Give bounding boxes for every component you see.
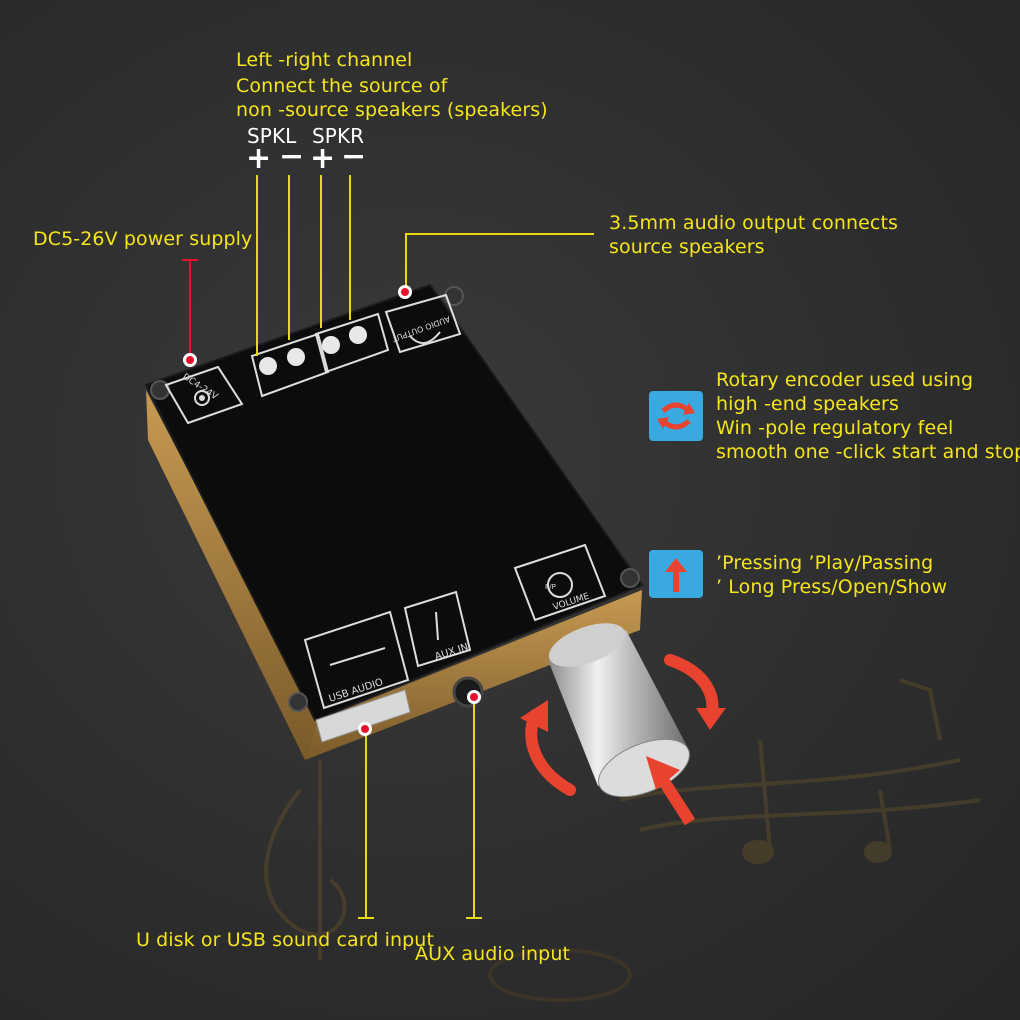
aux-in-box bbox=[403, 590, 472, 668]
pp-label: P/P bbox=[545, 583, 556, 591]
audio-output-box bbox=[384, 293, 462, 354]
speaker-terminals bbox=[250, 312, 390, 398]
press-arrow-icon bbox=[649, 550, 703, 598]
music-notes-icon bbox=[264, 678, 981, 1002]
spkl-label: SPKL bbox=[247, 124, 297, 148]
speaker-label-line-3: non -source speakers (speakers) bbox=[236, 99, 548, 121]
usb-input-label: U disk or USB sound card input bbox=[136, 929, 434, 951]
audio-output-label-line-2: source speakers bbox=[609, 236, 765, 258]
press-label-line-1: ’Pressing ’Play/Passing bbox=[716, 552, 934, 574]
spkl-plus: + bbox=[246, 141, 272, 176]
spkr-minus: − bbox=[341, 139, 367, 174]
board-edge-left bbox=[146, 390, 318, 760]
usb-marker-dot bbox=[358, 722, 372, 736]
spkl-minus: − bbox=[279, 139, 305, 174]
encoder-label-line-2: high -end speakers bbox=[716, 393, 899, 415]
power-marker-dot bbox=[183, 353, 197, 367]
power-lead-line bbox=[182, 259, 198, 356]
press-knob-arrow-icon bbox=[646, 756, 696, 826]
audio-out-marker-dot bbox=[398, 285, 412, 299]
speaker-label-line-2: Connect the source of bbox=[236, 75, 448, 97]
spkr-label: SPKR bbox=[312, 124, 365, 148]
dc-jack-box bbox=[164, 365, 244, 425]
encoder-label-line-1: Rotary encoder used using bbox=[716, 369, 974, 391]
spkr-plus: + bbox=[310, 141, 336, 176]
speaker-label-line-1: Left -right channel bbox=[236, 49, 413, 71]
aux-marker-dot bbox=[467, 690, 481, 704]
volume-knob bbox=[548, 623, 690, 798]
encoder-label-line-3: Win -pole regulatory feel bbox=[716, 417, 954, 439]
lead-lines bbox=[256, 175, 594, 919]
usb-audio-box bbox=[303, 610, 410, 710]
volume-box bbox=[513, 543, 607, 622]
press-label-line-2: ’ Long Press/Open/Show bbox=[716, 576, 948, 598]
rotate-arrows-icon bbox=[649, 391, 703, 441]
usb-port bbox=[315, 689, 411, 743]
power-supply-label: DC5-26V power supply bbox=[33, 228, 253, 250]
encoder-label-line-4: smooth one -click start and stop bbox=[716, 441, 1020, 463]
aux-input-label: AUX audio input bbox=[415, 943, 571, 965]
audio-output-label-line-1: 3.5mm audio output connects bbox=[609, 212, 899, 234]
